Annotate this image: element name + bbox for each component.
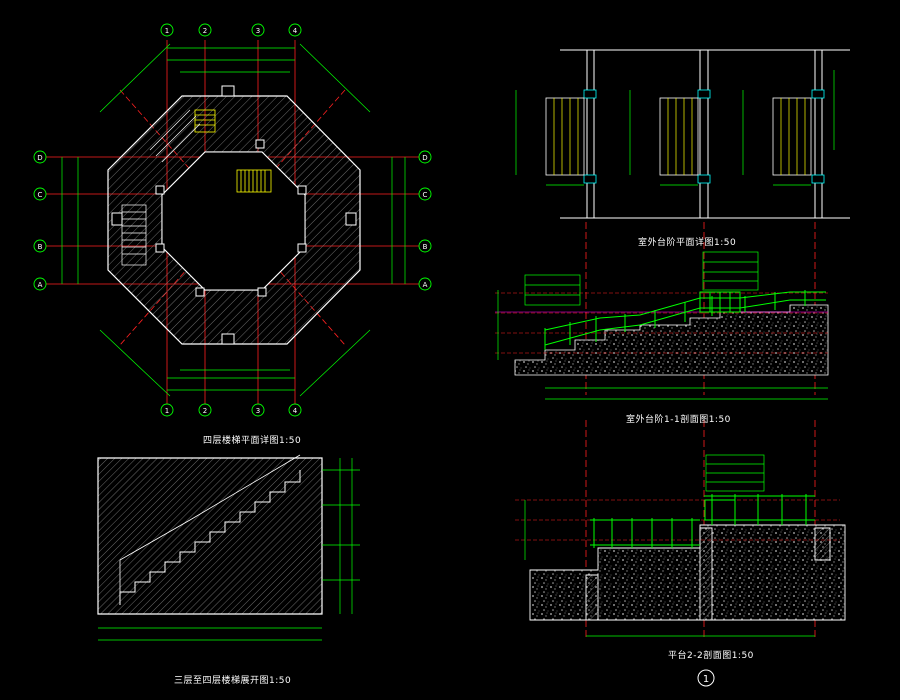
grid-bubble-left-b: B: [38, 243, 43, 251]
section-1-1-callouts: [497, 251, 828, 400]
section-2-2-railing: [590, 494, 815, 548]
grid-bubble-right-b: B: [423, 243, 428, 251]
outdoor-plan-walls: [586, 50, 823, 218]
outdoor-plan-steps: [545, 97, 812, 176]
grid-bubble-right-c: C: [423, 191, 428, 199]
stair-steps-profile: [119, 470, 301, 605]
grid-bubble-left-d: D: [37, 154, 42, 162]
plan-title: 四层楼梯平面详图1:50: [203, 436, 302, 446]
outdoor-plan-title: 室外台阶平面详图1:50: [638, 238, 737, 248]
grid-bubble-bottom-3: 3: [256, 407, 260, 415]
grid-bubble-top-3: 3: [256, 27, 260, 35]
platform-section-2-2: 1: [515, 420, 846, 687]
plan-stair-flight: [121, 109, 201, 266]
grid-bubble-top-2: 2: [203, 27, 207, 35]
outdoor-plan-treads: [553, 98, 806, 175]
section-dimension-lines: [98, 458, 360, 641]
grid-bubble-top-4: 4: [293, 27, 298, 35]
stair-unfolded-section: [97, 454, 360, 641]
grid-bubble-right-a: A: [423, 281, 428, 289]
plan-grid-bubble-labels: 1 2 3 4 1 2 3 4 D C B A D C B A: [37, 27, 427, 415]
plan-stair-treads: [194, 109, 272, 193]
section-1-1-ground: [514, 304, 829, 376]
outdoor-plan-posts: [583, 89, 825, 184]
sheet-number-label: 1: [703, 674, 709, 685]
plan-grid-bubbles: [33, 23, 432, 417]
section-2-title: 平台2-2剖面图1:50: [668, 651, 754, 661]
grid-bubble-left-c: C: [38, 191, 43, 199]
grid-bubble-left-a: A: [38, 281, 43, 289]
grid-bubble-bottom-2: 2: [203, 407, 207, 415]
stair-section-title: 三层至四层楼梯展开图1:50: [174, 676, 292, 686]
section-1-1-railing: [544, 290, 826, 350]
stair-plan: 1 2 3 4 1 2 3 4 D C B A D C B A: [33, 23, 432, 417]
grid-bubble-right-d: D: [422, 154, 427, 162]
outdoor-section-1-1: [495, 251, 829, 400]
plan-dimension-lines: [61, 43, 406, 397]
grid-bubble-top-1: 1: [165, 27, 169, 35]
plan-columns: [111, 85, 357, 345]
sheet-number-bubble: [697, 669, 715, 687]
grid-bubble-bottom-1: 1: [165, 407, 169, 415]
outdoor-plan-dims: [515, 70, 835, 186]
section-2-2-callouts: [524, 454, 815, 637]
section-1-title: 室外台阶1-1剖面图1:50: [626, 415, 731, 425]
section-1-1-levels: [495, 292, 828, 354]
grid-bubble-bottom-4: 4: [293, 407, 298, 415]
section-2-2-ground: [529, 524, 846, 621]
